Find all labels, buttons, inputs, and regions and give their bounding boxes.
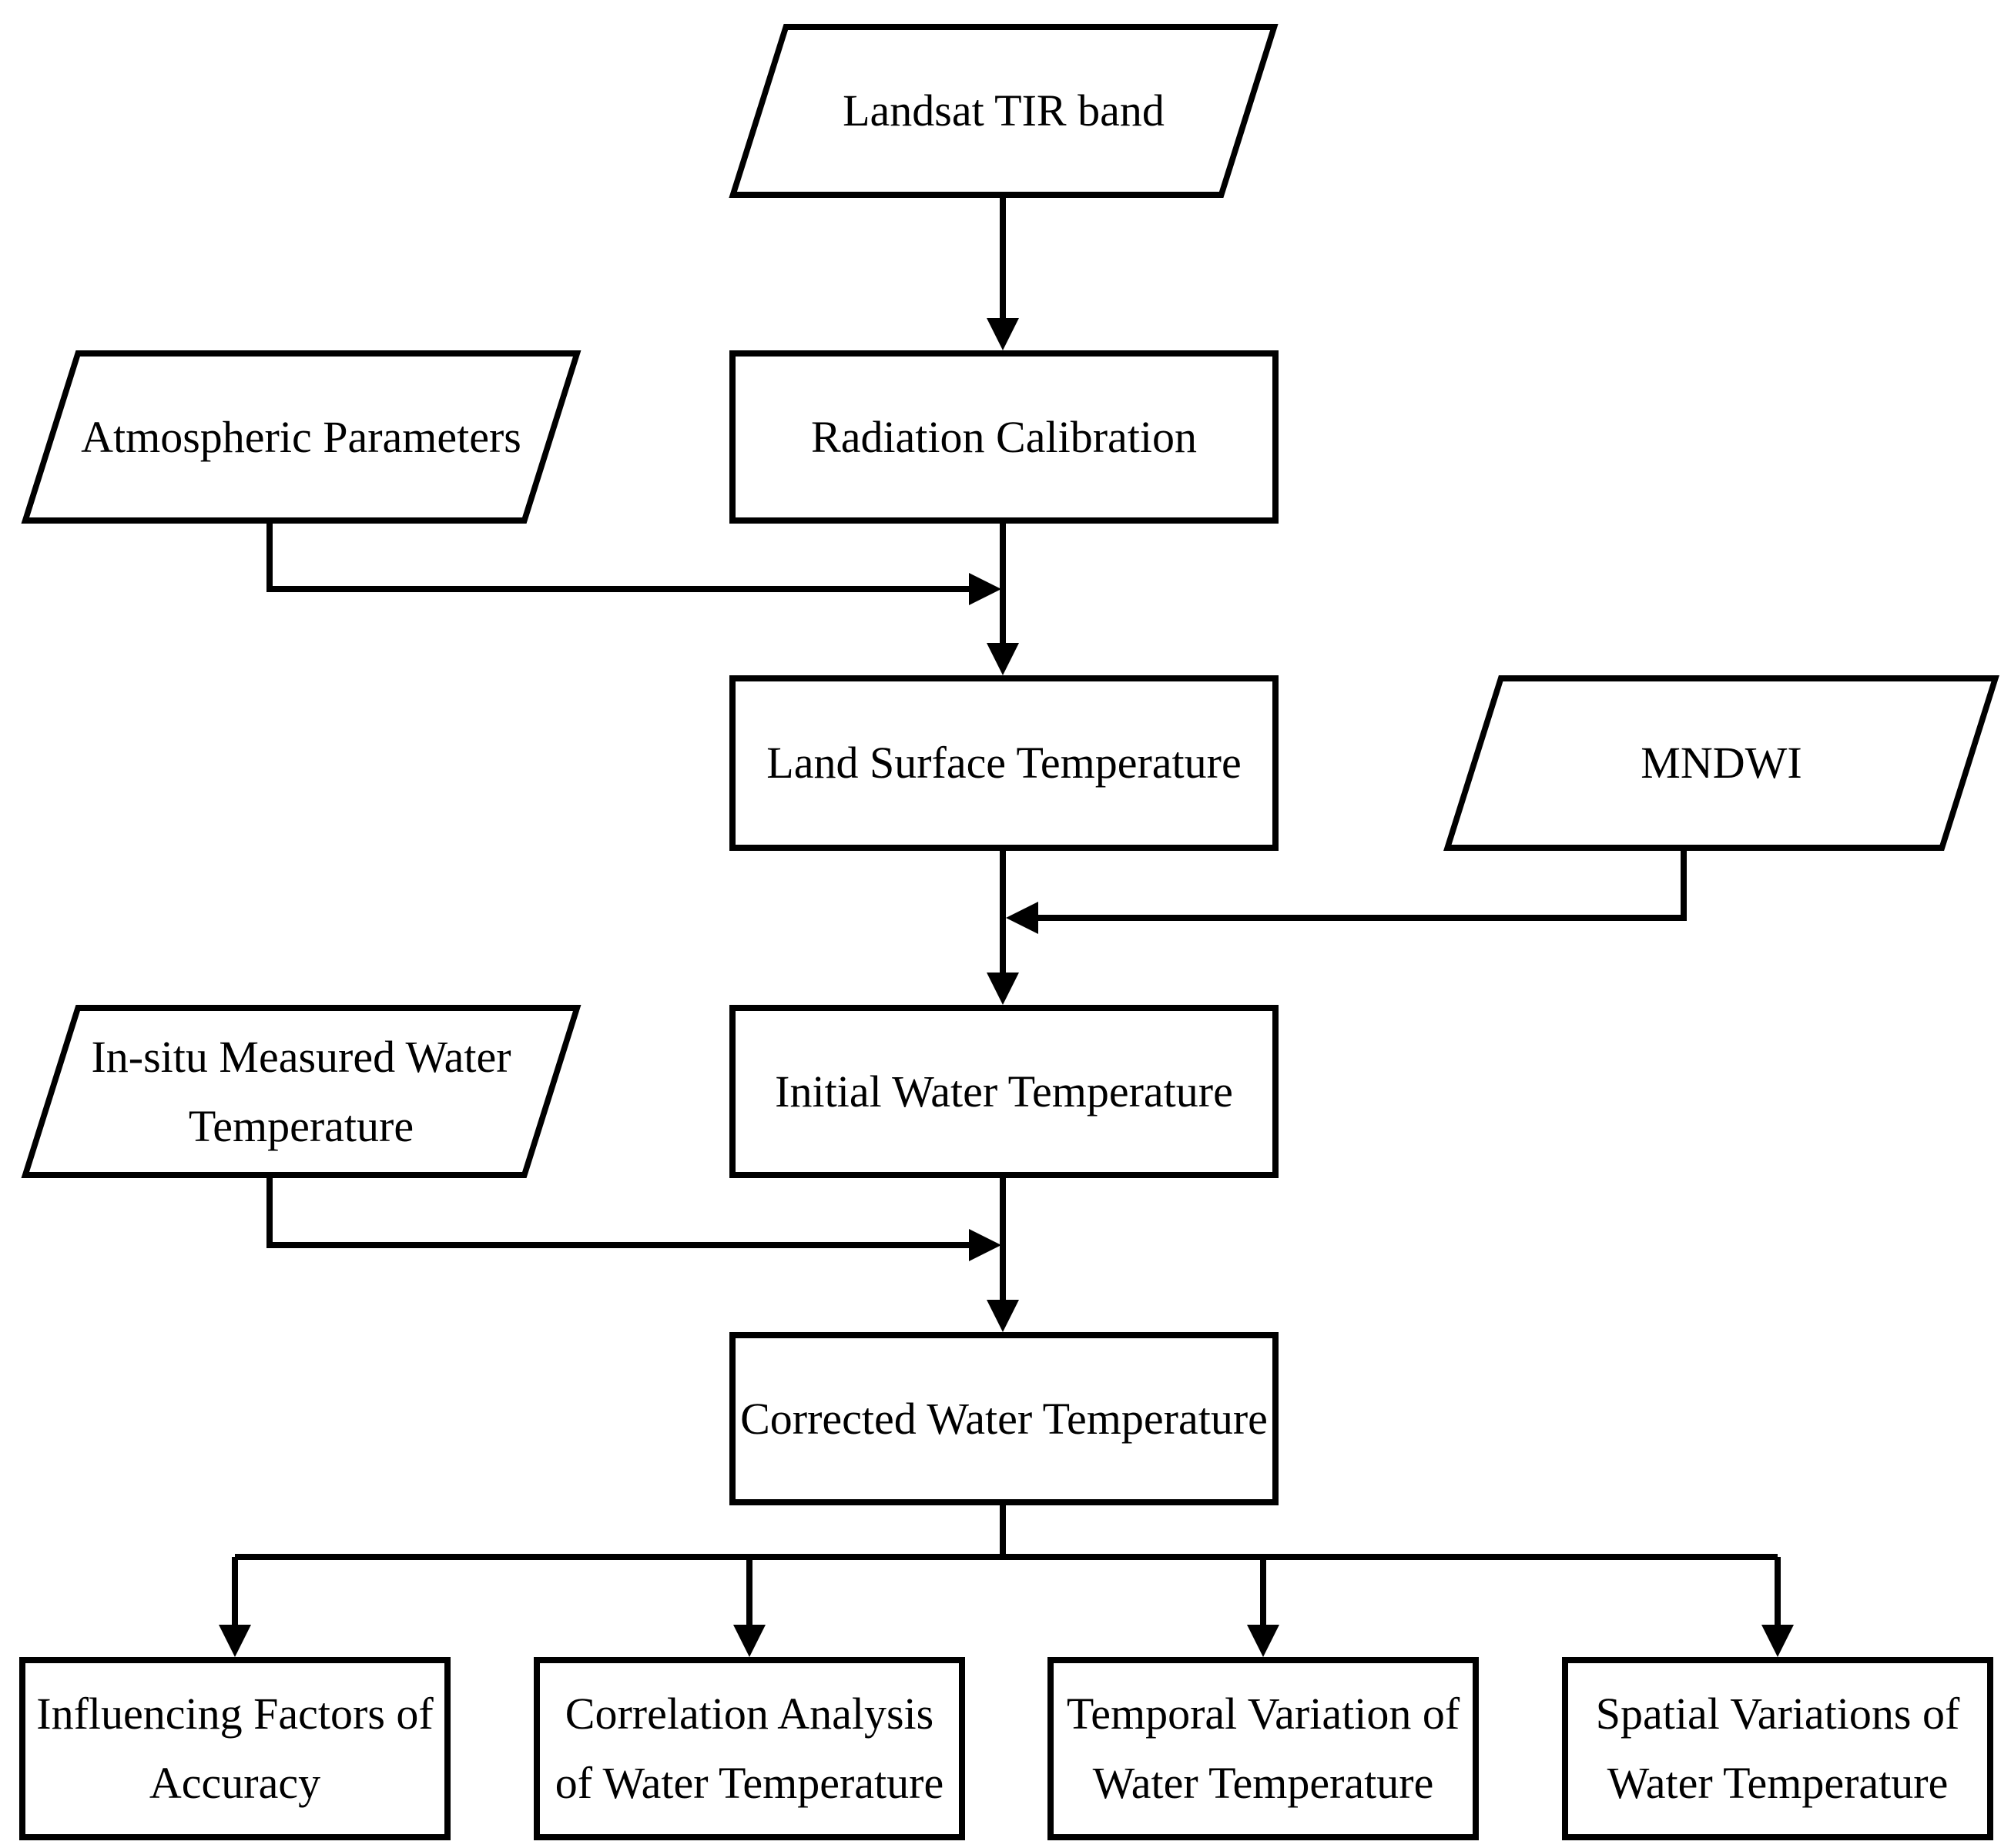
arrow-initial-to-corrected [987,1178,1019,1332]
node-label-line2: Water Temperature [1607,1758,1949,1808]
node-label-line2: Temperature [188,1100,414,1151]
node-initial-water-temperature: Initial Water Temperature [729,1005,1279,1178]
node-label: Landsat TIR band [843,85,1165,136]
node-label: Radiation Calibration [811,411,1197,462]
node-landsat-tir-band: Landsat TIR band [729,24,1279,198]
node-insitu-measured-water-temperature: In-situ Measured Water Temperature [21,1005,582,1178]
node-label: Atmospheric Parameters [81,411,521,462]
node-land-surface-temperature: Land Surface Temperature [729,675,1279,851]
arrow-lst-to-initial [987,851,1019,1005]
node-label-line1: Correlation Analysis [565,1689,934,1739]
node-corrected-water-temperature: Corrected Water Temperature [729,1332,1279,1505]
node-influencing-factors-of-accuracy: Influencing Factors of Accuracy [19,1657,451,1840]
node-atmospheric-parameters: Atmospheric Parameters [21,350,582,524]
node-label: MNDWI [1641,738,1802,788]
node-label-line2: Accuracy [149,1758,321,1808]
node-label-line1: Influencing Factors of [36,1689,434,1739]
node-label-line2: Water Temperature [1092,1758,1434,1808]
node-label-line1: In-situ Measured Water [91,1031,511,1082]
node-label-line1: Spatial Variations of [1595,1689,1960,1739]
node-spatial-variations-of-water-temperature: Spatial Variations of Water Temperature [1562,1657,1993,1840]
node-label-line1: Temporal Variation of [1066,1689,1460,1739]
node-label: Corrected Water Temperature [740,1393,1268,1444]
node-label-line2: of Water Temperature [555,1758,944,1808]
node-radiation-calibration: Radiation Calibration [729,350,1279,524]
node-label: Land Surface Temperature [766,738,1242,788]
node-label: Initial Water Temperature [775,1066,1233,1116]
connector-corrected-split [219,1505,1794,1657]
node-temporal-variation-of-water-temperature: Temporal Variation of Water Temperature [1047,1657,1479,1840]
arrow-radiation-to-lst [987,524,1019,675]
arrow-landsat-to-radiation [987,198,1019,350]
node-mndwi: MNDWI [1443,675,1999,851]
arrow-insitu-join [266,1178,1001,1261]
node-correlation-analysis-of-water-temperature: Correlation Analysis of Water Temperatur… [534,1657,965,1840]
arrow-mndwi-join [1006,851,1687,934]
arrow-atmospheric-join [266,524,1001,605]
